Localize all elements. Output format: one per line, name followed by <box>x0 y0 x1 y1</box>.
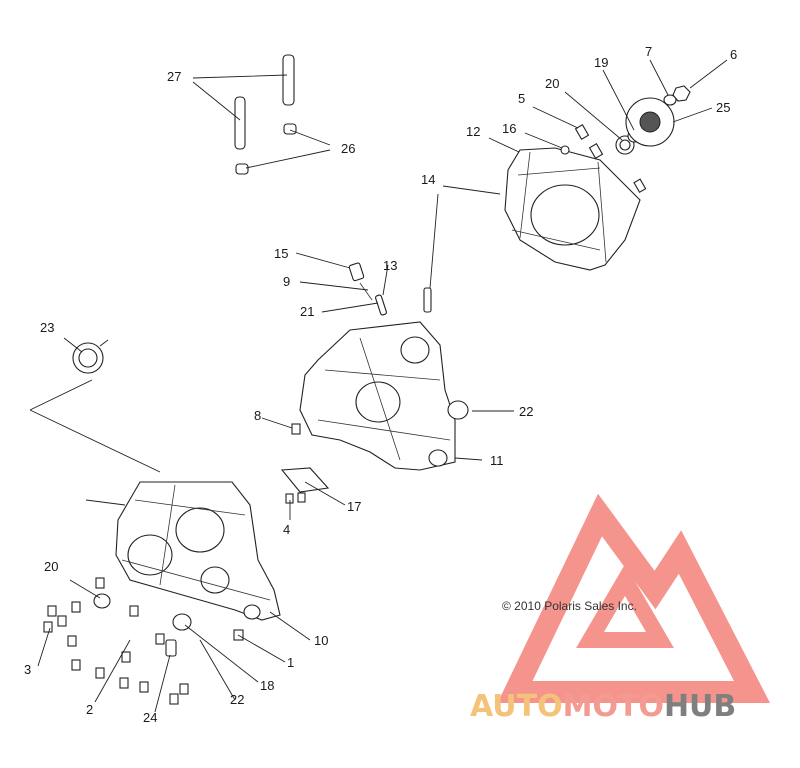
spring <box>359 282 373 301</box>
pins-and-caps <box>234 54 297 175</box>
bolt <box>633 178 647 193</box>
pin <box>423 287 432 313</box>
callout-11: 11 <box>490 453 504 468</box>
case-11-bore <box>355 381 401 423</box>
nut <box>672 85 691 102</box>
watermark-word-moto: MOTO <box>563 689 664 724</box>
cap <box>283 123 297 135</box>
dowel-pin <box>234 96 246 150</box>
callout-16: 16 <box>502 121 516 136</box>
copyright-notice: © 2010 Polaris Sales Inc. <box>502 599 637 613</box>
callout-24: 24 <box>143 710 157 725</box>
callout-26: 26 <box>341 141 355 156</box>
cover-12-bore <box>530 184 600 246</box>
callout-10: 10 <box>314 633 328 648</box>
case-10-bore <box>175 507 225 553</box>
bolt <box>297 492 306 503</box>
callout-20-lower: 20 <box>44 559 58 574</box>
callout-13: 13 <box>383 258 397 273</box>
callout-27: 27 <box>167 69 181 84</box>
callout-1: 1 <box>287 655 294 670</box>
callout-labels: 27 26 7 6 19 20 5 25 16 12 14 15 13 9 21… <box>24 44 737 725</box>
callout-15: 15 <box>274 246 288 261</box>
bolt-field <box>43 577 189 705</box>
callout-25: 25 <box>716 100 730 115</box>
watermark-logo <box>497 493 771 703</box>
callout-23: 23 <box>40 320 54 335</box>
watermark-text: AUTOMOTOHUB <box>470 689 736 724</box>
callout-19: 19 <box>594 55 608 70</box>
callout-9: 9 <box>283 274 290 289</box>
seal <box>447 400 469 420</box>
bolt <box>574 124 590 140</box>
callout-4: 4 <box>283 522 290 537</box>
washer <box>663 94 677 106</box>
callout-12: 12 <box>466 124 480 139</box>
logo-triangle-outer <box>497 493 771 703</box>
callout-22-lower: 22 <box>230 692 244 707</box>
callout-17: 17 <box>347 499 361 514</box>
seal <box>93 593 111 609</box>
callout-6: 6 <box>730 47 737 62</box>
svg-text:AUTOMOTOHUB: AUTOMOTOHUB <box>470 689 736 724</box>
callout-22-upper: 22 <box>519 404 533 419</box>
callout-14: 14 <box>421 172 435 187</box>
lower-case-assembly <box>43 342 281 705</box>
pin <box>375 294 387 316</box>
bolt <box>588 143 604 159</box>
watermark-word-hub: HUB <box>664 689 736 724</box>
dowel-pin <box>282 54 295 106</box>
callout-8: 8 <box>254 408 261 423</box>
bolt <box>285 493 294 504</box>
washer <box>560 145 570 155</box>
bracket <box>280 467 330 493</box>
bolt <box>291 423 301 435</box>
callout-3: 3 <box>24 662 31 677</box>
watermark-word-auto: AUTO <box>470 689 563 724</box>
leader-lines <box>29 59 728 713</box>
logo-triangle-inner <box>576 564 674 648</box>
callout-2: 2 <box>86 702 93 717</box>
callout-18: 18 <box>260 678 274 693</box>
center-case-assembly <box>280 262 469 504</box>
callout-20-upper: 20 <box>545 76 559 91</box>
cap <box>235 163 249 175</box>
callout-7: 7 <box>645 44 652 59</box>
plunger <box>348 262 365 282</box>
clutch-cover-assembly <box>504 85 691 271</box>
callout-5: 5 <box>518 91 525 106</box>
sensor <box>165 639 177 657</box>
callout-21: 21 <box>300 304 314 319</box>
